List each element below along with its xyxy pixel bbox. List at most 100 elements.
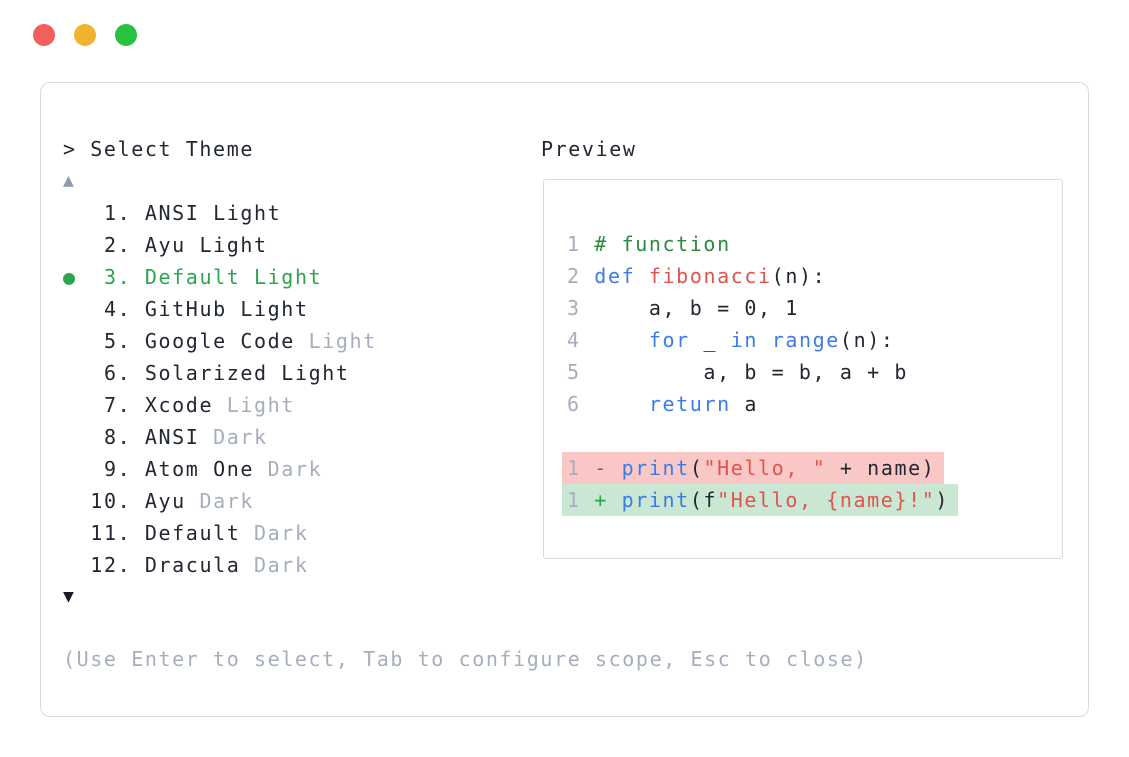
code-token: in <box>730 328 759 352</box>
code-token <box>758 328 772 352</box>
theme-option-number: 6. <box>90 361 145 385</box>
minimize-button[interactable] <box>74 24 96 46</box>
code-token: ( <box>689 456 704 480</box>
code-token: def <box>594 264 636 288</box>
bullet-spacer <box>63 489 90 513</box>
bullet-spacer <box>63 329 90 353</box>
theme-option-11[interactable]: 11. Default Dark <box>63 517 309 549</box>
theme-option-9[interactable]: 9. Atom One Dark <box>63 453 322 485</box>
theme-option-variant: Dark <box>199 489 255 513</box>
line-number: 1 <box>567 488 595 512</box>
theme-option-1[interactable]: 1. ANSI Light <box>63 197 281 229</box>
theme-option-4[interactable]: 4. GitHub Light <box>63 293 309 325</box>
theme-option-number: 9. <box>90 457 145 481</box>
diff-del-sign: - <box>594 456 622 480</box>
theme-option-number: 7. <box>90 393 145 417</box>
theme-option-variant: Light <box>308 329 377 353</box>
code-token: a, b = 0, 1 <box>594 296 799 320</box>
line-number: 4 <box>567 328 595 352</box>
theme-option-variant: Light <box>240 297 309 321</box>
theme-picker-dialog: > Select Theme ▲ 1. ANSI Light 2. Ayu Li… <box>40 82 1089 717</box>
theme-option-name: Google Code <box>144 329 309 353</box>
theme-option-number: 12. <box>90 553 145 577</box>
code-token: print <box>621 488 690 512</box>
code-token: ) <box>935 488 950 512</box>
line-number: 1 <box>567 232 595 256</box>
theme-option-name: Ayu <box>144 233 200 257</box>
code-token <box>594 328 649 352</box>
theme-option-number: 3. <box>90 265 145 289</box>
scroll-down-icon[interactable]: ▼ <box>63 586 76 607</box>
bullet-spacer <box>63 457 90 481</box>
theme-option-10[interactable]: 10. Ayu Dark <box>63 485 254 517</box>
diff-highlight: 1 + print(f"Hello, {name}!") <box>562 484 959 516</box>
theme-option-3[interactable]: ● 3. Default Light <box>63 261 322 293</box>
theme-option-name: ANSI <box>144 201 214 225</box>
bullet-spacer <box>63 201 90 225</box>
code-token <box>594 392 649 416</box>
theme-option-2[interactable]: 2. Ayu Light <box>63 229 268 261</box>
line-number: 1 <box>567 456 595 480</box>
bullet-spacer <box>63 521 90 545</box>
theme-option-number: 1. <box>90 201 145 225</box>
bullet-spacer <box>63 233 90 257</box>
theme-option-name: Dracula <box>144 553 255 577</box>
bullet-spacer <box>63 361 90 385</box>
theme-option-variant: Light <box>254 265 323 289</box>
line-number: 2 <box>567 264 595 288</box>
selected-dot-icon: ● <box>63 265 91 289</box>
code-line-6: 6 return a <box>544 388 1062 420</box>
code-token: (f <box>689 488 718 512</box>
code-line-2: 2 def fibonacci(n): <box>544 260 1062 292</box>
theme-option-number: 5. <box>90 329 145 353</box>
theme-option-variant: Light <box>213 201 282 225</box>
theme-option-number: 10. <box>90 489 145 513</box>
theme-option-variant: Dark <box>267 457 323 481</box>
theme-option-6[interactable]: 6. Solarized Light <box>63 357 350 389</box>
theme-option-name: Default <box>144 521 255 545</box>
code-line-4: 4 for _ in range(n): <box>544 324 1062 356</box>
theme-option-12[interactable]: 12. Dracula Dark <box>63 549 309 581</box>
theme-option-name: Xcode <box>144 393 227 417</box>
code-token: "Hello, " <box>703 456 827 480</box>
blank-line <box>544 420 1062 452</box>
theme-option-name: Default <box>144 265 255 289</box>
theme-option-number: 4. <box>90 297 145 321</box>
theme-option-variant: Light <box>281 361 350 385</box>
code-token: (n): <box>771 264 827 288</box>
theme-option-name: Ayu <box>144 489 200 513</box>
bullet-spacer <box>63 425 90 449</box>
theme-option-number: 11. <box>90 521 145 545</box>
theme-option-8[interactable]: 8. ANSI Dark <box>63 421 268 453</box>
window-controls <box>33 24 137 46</box>
theme-option-5[interactable]: 5. Google Code Light <box>63 325 377 357</box>
theme-option-variant: Light <box>226 393 295 417</box>
code-line-5: 5 a, b = b, a + b <box>544 356 1062 388</box>
theme-option-name: GitHub <box>144 297 241 321</box>
code-token: return <box>648 392 731 416</box>
footer-hint: (Use Enter to select, Tab to configure s… <box>63 647 868 671</box>
code-token: (n): <box>839 328 895 352</box>
diff-highlight: 1 - print("Hello, " + name) <box>562 452 945 484</box>
code-token: + name) <box>826 456 936 480</box>
line-number: 6 <box>567 392 595 416</box>
diff-line-del: 1 - print("Hello, " + name) <box>544 452 1062 484</box>
theme-option-variant: Light <box>199 233 268 257</box>
code-token <box>635 264 649 288</box>
line-number: 3 <box>567 296 595 320</box>
zoom-button[interactable] <box>115 24 137 46</box>
theme-option-name: ANSI <box>144 425 214 449</box>
scroll-up-icon[interactable]: ▲ <box>63 170 76 191</box>
code-token: a <box>730 392 759 416</box>
bullet-spacer <box>63 553 90 577</box>
close-button[interactable] <box>33 24 55 46</box>
diff-add-sign: + <box>594 488 622 512</box>
code-token: print <box>621 456 690 480</box>
theme-option-7[interactable]: 7. Xcode Light <box>63 389 295 421</box>
bullet-spacer <box>63 393 90 417</box>
diff-line-add: 1 + print(f"Hello, {name}!") <box>544 484 1062 516</box>
theme-option-number: 2. <box>90 233 145 257</box>
